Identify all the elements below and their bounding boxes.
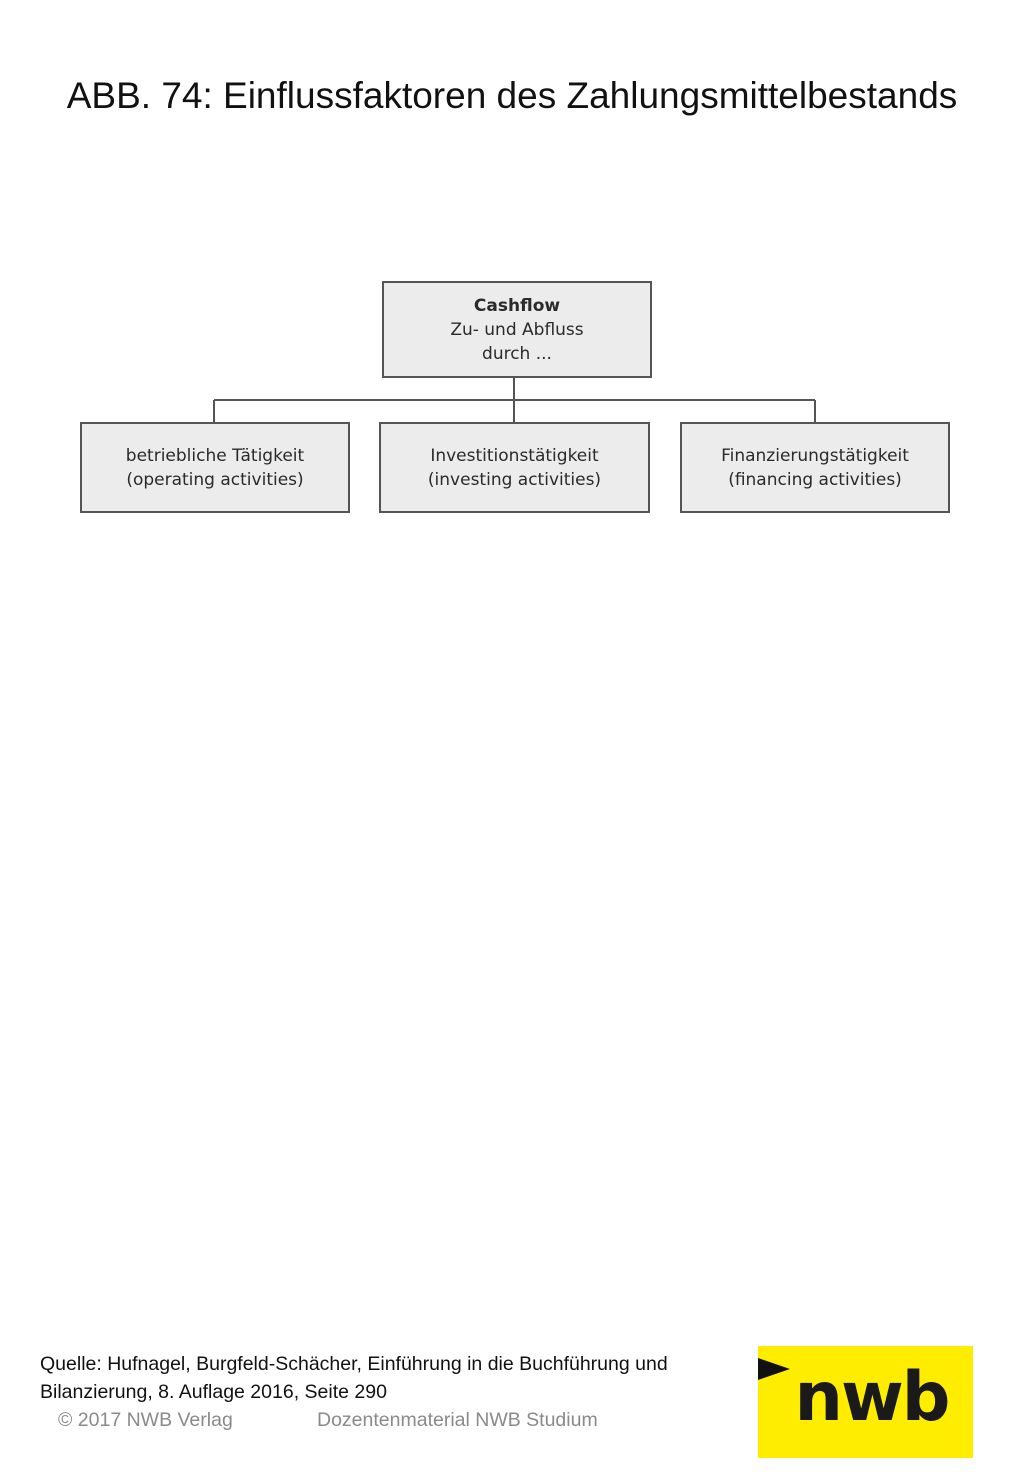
- node-operating-activities: betriebliche Tätigkeit (operating activi…: [80, 422, 350, 513]
- node-cashflow-line2: Zu- und Abfluss: [450, 319, 584, 340]
- node-investing-activities: Investitionstätigkeit (investing activit…: [379, 422, 650, 513]
- node-financing-line2: (financing activities): [728, 469, 902, 490]
- footer-material: Dozentenmaterial NWB Studium: [317, 1409, 598, 1431]
- page-title: ABB. 74: Einflussfaktoren des Zahlungsmi…: [66, 75, 958, 116]
- logo-text: nwb: [794, 1358, 951, 1437]
- node-financing-line1: Finanzierungstätigkeit: [721, 445, 909, 466]
- node-cashflow-line3: durch ...: [482, 343, 552, 364]
- node-investing-line1: Investitionstätigkeit: [430, 445, 599, 466]
- node-operating-line1: betriebliche Tätigkeit: [125, 445, 305, 466]
- source-citation: Quelle: Hufnagel, Burgfeld-Schächer, Ein…: [40, 1350, 668, 1406]
- footer-copyright: © 2017 NWB Verlag: [58, 1409, 233, 1431]
- node-operating-line2: (operating activities): [126, 469, 304, 490]
- logo-arrow-icon: [758, 1358, 790, 1380]
- node-cashflow: Cashflow Zu- und Abfluss durch ...: [382, 281, 652, 378]
- node-investing-line2: (investing activities): [427, 469, 602, 490]
- nwb-logo: nwb: [758, 1346, 973, 1458]
- source-line2: Bilanzierung, 8. Auflage 2016, Seite 290: [40, 1381, 387, 1403]
- source-line1: Quelle: Hufnagel, Burgfeld-Schächer, Ein…: [40, 1353, 668, 1375]
- node-financing-activities: Finanzierungstätigkeit (financing activi…: [680, 422, 950, 513]
- diagram-connectors: [213, 378, 816, 422]
- node-cashflow-heading: Cashflow: [473, 295, 561, 316]
